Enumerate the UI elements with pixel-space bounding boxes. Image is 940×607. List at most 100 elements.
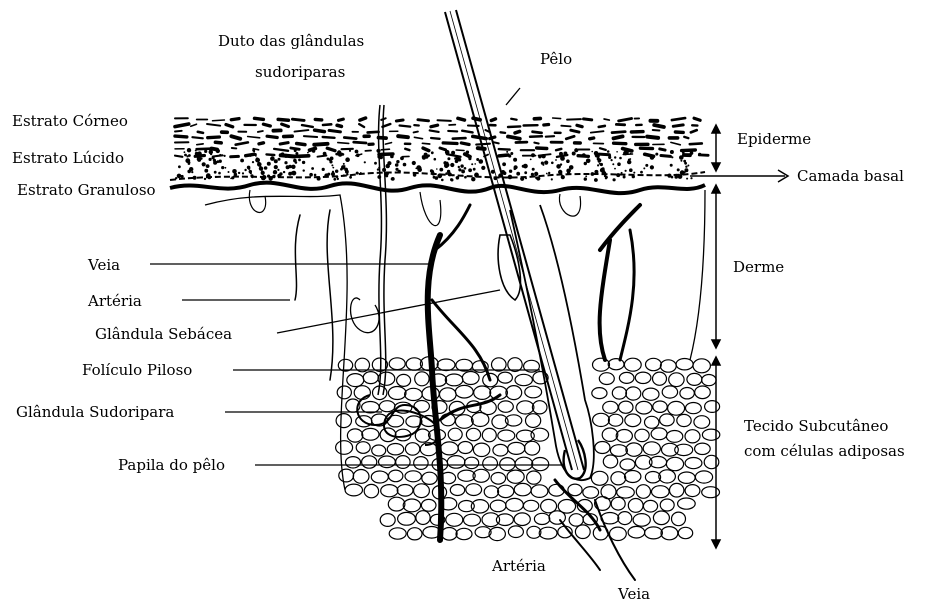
granule-dot [219, 154, 221, 156]
corneum-mark [191, 124, 197, 126]
fat-cell [636, 485, 650, 499]
corneum-mark [255, 118, 264, 119]
fat-cell [489, 527, 505, 540]
granule-dot [680, 160, 682, 162]
granule-dot [242, 172, 244, 174]
granule-dot [476, 158, 479, 161]
corneum-mark [175, 124, 189, 127]
granule-dot [431, 151, 434, 154]
fat-cell [705, 401, 720, 413]
fat-cell [456, 359, 473, 371]
corneum-mark [418, 120, 429, 121]
granule-dot [436, 168, 438, 170]
corneum-mark [584, 119, 592, 120]
corneum-mark [354, 142, 366, 143]
label-sweat-duct-line2: sudoriparas [255, 63, 345, 81]
corneum-mark [291, 148, 299, 149]
fat-cell [608, 359, 624, 370]
corneum-mark [511, 119, 516, 120]
corneum-mark [508, 137, 520, 139]
fat-cell [694, 416, 710, 429]
granule-dot [551, 178, 553, 180]
corneum-mark [493, 142, 498, 143]
granule-dot [698, 153, 701, 156]
corneum-mark [295, 156, 309, 157]
fat-cell [421, 499, 436, 511]
granule-dot [629, 168, 633, 172]
fat-cell [422, 472, 437, 484]
granule-dot [204, 178, 206, 180]
fat-cell [669, 373, 684, 387]
label-stratum-lucidum: Estrato Lúcido [12, 149, 124, 167]
corneum-mark [661, 156, 670, 157]
fat-cell [362, 428, 379, 440]
fat-cell [517, 401, 534, 414]
fat-cell [338, 359, 352, 371]
corneum-mark [297, 144, 305, 145]
fat-cell [670, 483, 684, 497]
granule-dot [412, 161, 416, 165]
granule-dot [531, 153, 535, 157]
granule-dot [585, 175, 587, 177]
granule-dot [541, 154, 545, 158]
corneum-mark [259, 143, 264, 144]
granule-dot [329, 160, 332, 163]
corneum-mark [530, 136, 542, 137]
granule-dot [539, 155, 541, 157]
corneum-mark [614, 136, 623, 138]
fat-cell [583, 487, 599, 499]
fat-cell [625, 414, 641, 427]
granule-dot [691, 149, 693, 151]
granule-dot [186, 155, 188, 157]
corneum-mark [438, 120, 451, 121]
fat-cell [491, 473, 506, 485]
corneum-mark [318, 156, 327, 157]
granule-dot [214, 171, 217, 174]
corneum-mark [197, 144, 203, 145]
granule-dot [377, 168, 379, 170]
granule-dot [303, 169, 305, 171]
corneum-mark [339, 119, 344, 120]
fat-cell [490, 500, 506, 512]
granule-dot [209, 158, 212, 161]
fat-cell [702, 487, 720, 498]
fat-cell [397, 485, 413, 497]
corneum-mark [553, 118, 561, 119]
granule-dot [337, 178, 339, 180]
corneum-mark [476, 144, 490, 145]
fat-cell [628, 526, 645, 538]
granule-dot [284, 161, 287, 164]
granule-dot [671, 156, 673, 158]
fat-cell [525, 386, 542, 398]
granule-dot [274, 165, 278, 169]
granule-dot [395, 168, 398, 171]
fat-cell [662, 443, 679, 456]
granule-dot [415, 168, 417, 170]
label-vein: Veia [88, 256, 120, 274]
fat-cell [482, 428, 496, 441]
fat-cell [508, 526, 523, 538]
fat-cell [514, 483, 531, 495]
granule-dot [447, 157, 450, 160]
corneum-mark [414, 132, 418, 133]
granule-dot [252, 161, 254, 163]
fat-cell [617, 487, 635, 498]
granule-dot [555, 159, 557, 161]
corneum-mark [379, 138, 387, 139]
fat-cell [676, 359, 693, 370]
granule-dot [400, 156, 404, 160]
corneum-mark [368, 132, 379, 133]
fat-cell [645, 527, 663, 539]
granule-dot [349, 176, 352, 179]
granule-dot [466, 151, 469, 154]
fat-cell [625, 471, 641, 483]
corneum-mark [453, 138, 466, 139]
corneum-mark [501, 132, 506, 133]
corneum-mark [274, 149, 288, 151]
corneum-mark [344, 138, 356, 139]
granule-dot [232, 169, 237, 174]
granule-dot [574, 148, 578, 152]
granule-dot [403, 163, 407, 167]
granule-dot [625, 170, 627, 172]
fat-cell [339, 469, 354, 482]
